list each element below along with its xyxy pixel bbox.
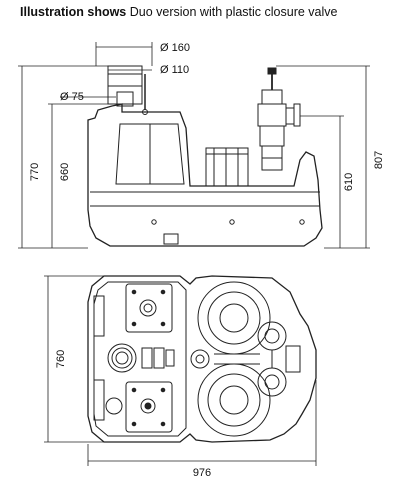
valve-lower	[259, 125, 285, 147]
valve-top-lower	[257, 367, 287, 397]
motor-cylinder	[205, 147, 249, 187]
valve-flange	[285, 107, 295, 125]
dim-width-976: 976	[193, 467, 211, 479]
bolt-t4	[160, 321, 166, 327]
top-view	[87, 275, 317, 443]
valve-top-link	[285, 345, 301, 373]
bolt-t1	[131, 289, 137, 295]
dim-diameters	[60, 42, 153, 98]
pipe-75	[116, 91, 134, 107]
dim-height-770: 770	[29, 163, 41, 181]
dim-heights-right	[276, 65, 370, 249]
dim-depth-760: 760	[55, 350, 67, 368]
bolt-b1	[131, 387, 137, 393]
dim-height-660: 660	[59, 163, 71, 181]
dim-diameter-75: Ø 75	[60, 91, 84, 103]
pump-lower-outer	[197, 363, 271, 437]
tank-body	[87, 103, 323, 247]
bolt-1	[151, 219, 157, 225]
valve-body	[257, 103, 287, 127]
bolt-2	[229, 219, 235, 225]
top-inner-outline	[93, 281, 187, 437]
tank-bowl	[115, 123, 185, 185]
bolt-t3	[131, 321, 137, 327]
bolt-b2	[160, 387, 166, 393]
valve-top-lower-inner	[264, 374, 280, 390]
centre-fitting	[190, 349, 210, 369]
dim-height-807: 807	[373, 151, 385, 169]
inspection-port-top-inner	[143, 303, 153, 313]
pipe-160	[107, 65, 143, 105]
bolt-b4	[160, 421, 166, 427]
vent-cap	[142, 109, 148, 115]
side-strip-2	[93, 379, 105, 421]
bolt-b3	[131, 421, 137, 427]
side-strip-1	[93, 295, 105, 337]
inlet-inner	[115, 351, 129, 365]
inlet-block-3	[165, 349, 175, 367]
vent-port-bottom	[105, 397, 123, 415]
dim-heights-left	[18, 65, 120, 249]
inspection-port-top	[139, 299, 157, 317]
valve-handle	[267, 67, 277, 75]
drain-port	[163, 233, 179, 245]
pump-upper-mid	[207, 291, 261, 345]
pump-lower-mid	[207, 373, 261, 427]
pump-upper-outer	[197, 281, 271, 355]
valve-top-upper-inner	[264, 328, 280, 344]
caption-bold: Illustration shows	[20, 5, 127, 19]
side-view	[87, 65, 323, 247]
inspection-port-bottom	[140, 398, 156, 414]
inlet-mid	[111, 347, 133, 369]
inspection-cover-top	[125, 283, 173, 333]
inlet-outer	[107, 343, 137, 373]
valve-bonnet	[261, 89, 283, 105]
inspection-port-bottom-inner	[144, 402, 152, 410]
tank-band	[90, 191, 320, 207]
dim-diameter-110: Ø 110	[160, 64, 189, 76]
inlet-block-2	[153, 347, 165, 369]
dim-diameter-160: Ø 160	[160, 42, 190, 54]
inspection-cover-bottom	[125, 381, 173, 433]
figure-caption: Illustration shows Duo version with plas…	[20, 5, 337, 19]
pump-lower-inner	[219, 385, 249, 415]
pump-upper-inner	[219, 303, 249, 333]
centre-fitting-inner	[195, 354, 205, 364]
bolt-3	[299, 219, 305, 225]
dim-height-610: 610	[343, 173, 355, 191]
valve-flange2	[293, 103, 301, 127]
dim-top-view	[44, 275, 317, 466]
inlet-block-1	[141, 347, 153, 369]
caption-rest: Duo version with plastic closure valve	[126, 5, 338, 19]
bolt-t2	[160, 289, 166, 295]
top-outline	[87, 275, 317, 443]
valve-top-upper	[257, 321, 287, 351]
